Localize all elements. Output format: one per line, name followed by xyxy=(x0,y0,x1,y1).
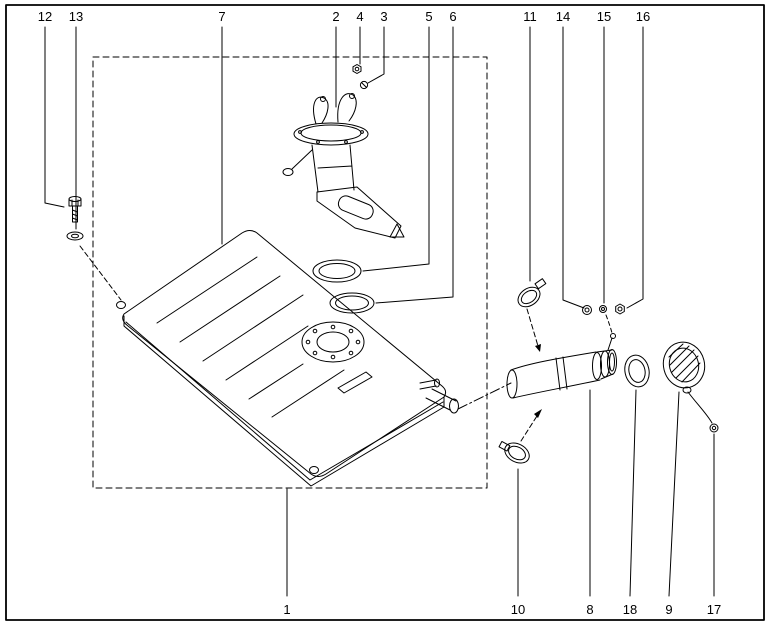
nut-16 xyxy=(615,303,625,315)
callout-6: 6 xyxy=(449,9,456,24)
callout-5: 5 xyxy=(425,9,432,24)
callout-16: 16 xyxy=(636,9,650,24)
fuel-cap xyxy=(662,341,719,433)
callout-labels: 12 13 7 2 4 3 5 6 11 14 15 16 1 10 8 18 … xyxy=(38,9,721,617)
callout-10: 10 xyxy=(511,602,525,617)
screw-3 xyxy=(359,80,369,90)
washer-15 xyxy=(599,305,607,313)
callout-3: 3 xyxy=(380,9,387,24)
callout-9: 9 xyxy=(665,602,672,617)
washer-13 xyxy=(66,231,84,241)
callout-4: 4 xyxy=(356,9,363,24)
cap-tether xyxy=(687,391,713,424)
seal-ring-upper xyxy=(312,259,362,283)
leader-lines xyxy=(44,26,715,597)
seal-ring-lower xyxy=(329,292,375,314)
filler-hose xyxy=(457,333,617,410)
fuel-tank xyxy=(116,230,459,487)
assembly-boundary-box xyxy=(92,56,488,489)
arrowhead xyxy=(535,344,541,352)
filler-gasket xyxy=(624,354,650,388)
callout-13: 13 xyxy=(69,9,83,24)
callout-12: 12 xyxy=(38,9,52,24)
callout-17: 17 xyxy=(707,602,721,617)
seal-rings xyxy=(312,259,375,314)
pump-fasteners xyxy=(352,64,369,90)
hose-clamp-lower xyxy=(498,409,542,464)
callout-15: 15 xyxy=(597,9,611,24)
callout-11: 11 xyxy=(523,9,537,24)
callout-8: 8 xyxy=(586,602,593,617)
tether-washer-17 xyxy=(709,423,719,433)
nut-4 xyxy=(352,64,362,74)
callout-7: 7 xyxy=(218,9,225,24)
callout-18: 18 xyxy=(623,602,637,617)
callout-2: 2 xyxy=(332,9,339,24)
mounting-bolt xyxy=(66,196,122,301)
figure-border xyxy=(5,4,765,621)
arrowhead xyxy=(534,409,542,418)
neck-hardware xyxy=(582,303,625,334)
hose-clamp-upper xyxy=(517,278,547,352)
washer-14 xyxy=(582,305,592,315)
callout-1: 1 xyxy=(283,602,290,617)
callout-14: 14 xyxy=(556,9,570,24)
assembly-centerline xyxy=(457,382,512,410)
fuel-pump-module xyxy=(282,93,405,239)
